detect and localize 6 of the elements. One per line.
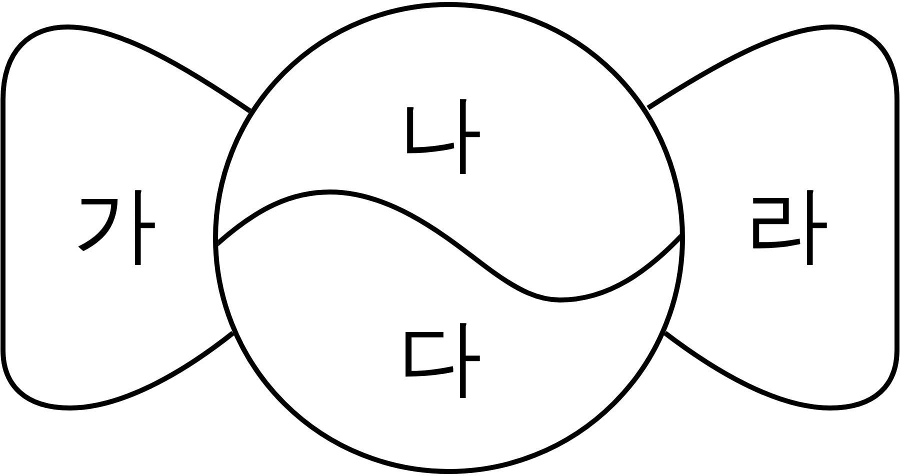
region-label: 나 — [390, 83, 490, 183]
region-label: 다 — [390, 307, 490, 407]
wing-shape — [647, 24, 900, 411]
wing-shape — [0, 24, 253, 411]
wing-label: 가 — [72, 174, 158, 274]
wing-label: 라 — [744, 174, 830, 274]
